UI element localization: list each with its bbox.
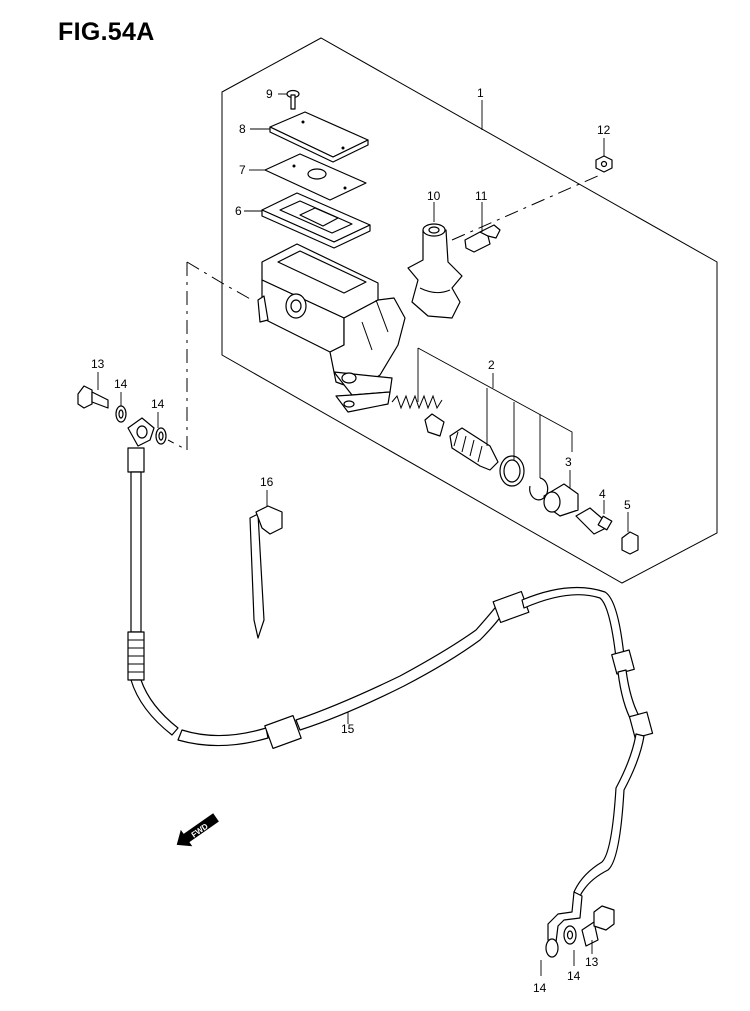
part-9-screw	[286, 89, 300, 110]
guide-lines	[167, 174, 601, 451]
part-7-plate	[264, 153, 367, 201]
master-cylinder-body	[257, 243, 406, 413]
fwd-direction-marker: FWD	[176, 813, 219, 847]
callout-6: 6	[235, 204, 242, 218]
callout-11: 11	[475, 189, 488, 203]
part-12-nut	[595, 155, 613, 173]
callout-14-upper-a: 14	[114, 377, 128, 391]
callout-10: 10	[427, 189, 441, 203]
leader-lines	[97, 93, 629, 976]
callout-14-upper-b: 14	[151, 397, 165, 411]
callout-14-lower-b: 14	[567, 969, 581, 983]
callout-3: 3	[565, 455, 572, 469]
callout-12: 12	[597, 123, 611, 137]
part-3-boot	[543, 483, 579, 517]
callout-7: 7	[239, 163, 246, 177]
callout-13-upper: 13	[91, 357, 105, 371]
arrow-icon	[176, 813, 219, 847]
part-2-piston-kit	[391, 394, 549, 501]
part-15-clutch-hose	[127, 417, 654, 958]
part-16-clamp-strap	[249, 505, 283, 639]
part-8-cap	[269, 111, 369, 163]
part-11-bolt	[464, 224, 501, 253]
callout-1: 1	[477, 86, 484, 100]
assembly-outline	[221, 37, 718, 584]
part-13-union-bolt-upper	[77, 385, 109, 409]
callout-2: 2	[488, 358, 495, 372]
part-14-washers-lower	[563, 925, 577, 945]
callout-15: 15	[341, 722, 355, 736]
callout-13-lower: 13	[585, 955, 599, 969]
part-14-washers-upper	[115, 405, 167, 445]
part-5-nut	[621, 531, 639, 555]
callout-8: 8	[239, 122, 246, 136]
part-6-diaphragm	[261, 192, 371, 249]
callout-9: 9	[266, 87, 273, 101]
callout-14-lower-a: 14	[533, 981, 547, 995]
figure-title: FIG.54A	[58, 18, 155, 46]
part-4-pushrod	[575, 507, 613, 535]
part-13-union-bolt-lower	[581, 905, 615, 947]
callout-4: 4	[599, 487, 606, 501]
callout-16: 16	[260, 475, 274, 489]
part-10-clamp	[407, 223, 463, 319]
callout-labels: 1 2 3 4 5 6 7 8 9 10 11 12 13 14 14 15 1…	[91, 86, 631, 995]
callout-5: 5	[624, 498, 631, 512]
